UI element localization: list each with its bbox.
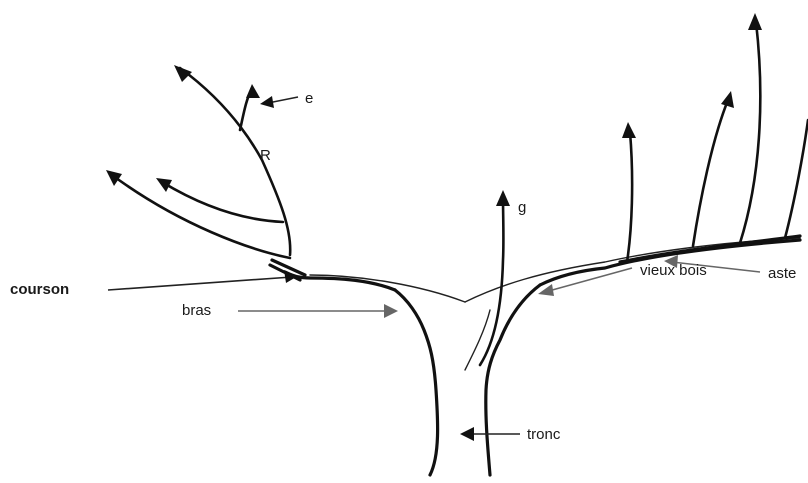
left-shoots xyxy=(106,65,292,260)
label-e: e xyxy=(305,90,314,107)
trunk xyxy=(393,283,542,477)
label-courson: courson xyxy=(10,281,70,298)
label-tronc: tronc xyxy=(527,426,561,443)
left-arm xyxy=(283,270,466,303)
center-shoot xyxy=(464,190,510,371)
label-aste: aste xyxy=(768,265,797,282)
label-r: R xyxy=(260,147,271,164)
right-arm xyxy=(464,234,802,303)
label-g: g xyxy=(518,199,527,216)
right-shoots xyxy=(622,13,808,264)
label-bras: bras xyxy=(182,302,212,319)
label-pointers xyxy=(107,96,761,441)
label-vieux-bois: vieux bois xyxy=(640,262,707,279)
